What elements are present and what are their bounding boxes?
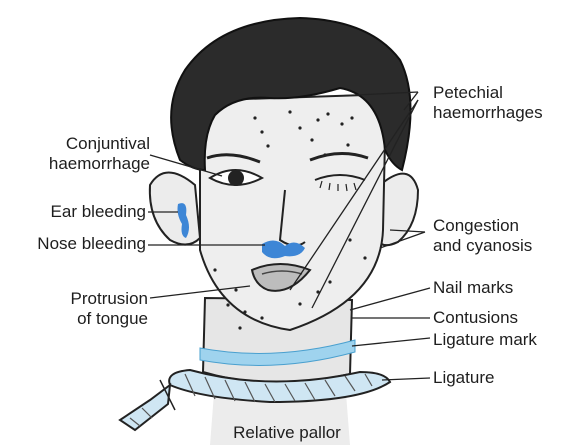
label-congestion-line1: Congestion — [433, 216, 532, 236]
label-protrusion-line2: of tongue — [0, 309, 148, 329]
label-conjunctival: Conjuntival haemorrhage — [10, 134, 150, 174]
label-conjunctival-line1: Conjuntival — [10, 134, 150, 154]
label-congestion-line2: and cyanosis — [433, 236, 532, 256]
label-ligature-mark: Ligature mark — [433, 330, 537, 350]
label-petechial-line2: haemorrhages — [433, 103, 543, 123]
label-conjunctival-line2: haemorrhage — [10, 154, 150, 174]
label-nose-bleeding: Nose bleeding — [0, 234, 146, 254]
label-contusions: Contusions — [433, 308, 518, 328]
label-ligature: Ligature — [433, 368, 494, 388]
label-ear-bleeding: Ear bleeding — [0, 202, 146, 222]
label-petechial-line1: Petechial — [433, 83, 543, 103]
label-congestion: Congestion and cyanosis — [433, 216, 532, 256]
label-nail-marks: Nail marks — [433, 278, 513, 298]
label-protrusion: Protrusion of tongue — [0, 289, 148, 329]
left-ear — [150, 173, 200, 245]
label-relative-pallor: Relative pallor — [187, 423, 387, 443]
label-petechial: Petechial haemorrhages — [433, 83, 543, 123]
face — [200, 95, 385, 330]
label-protrusion-line1: Protrusion — [0, 289, 148, 309]
